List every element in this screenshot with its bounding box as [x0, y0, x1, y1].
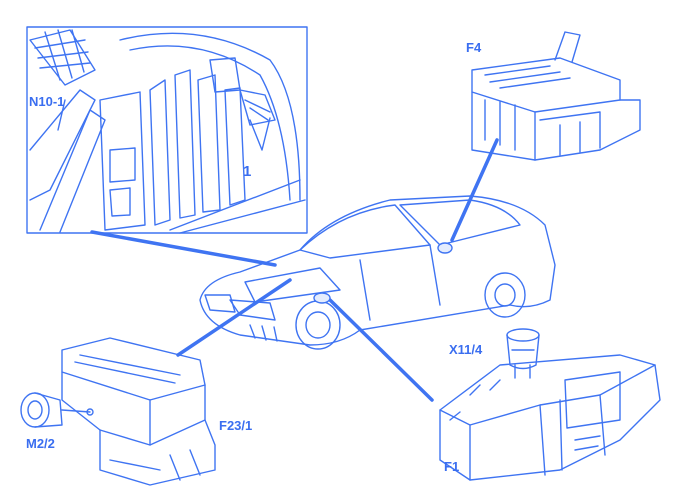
m2-2-pump: [20, 392, 94, 428]
inset-engine-bay: [26, 26, 308, 234]
f23-1-module: [61, 337, 216, 486]
label-inset-1: 1: [243, 163, 252, 180]
f4-fuse-box: [471, 31, 641, 161]
label-n10-1: N10-1: [29, 94, 65, 109]
leader-lines: [90, 138, 499, 402]
x11-4-connector: [506, 328, 540, 379]
car-illustration: [199, 195, 556, 350]
label-m2-2: M2/2: [26, 436, 55, 451]
f1-fuse-box: [439, 354, 661, 481]
label-f23-1: F23/1: [219, 418, 253, 433]
label-f1: F1: [444, 459, 460, 474]
label-f4: F4: [466, 40, 482, 55]
label-x11-4: X11/4: [449, 342, 483, 357]
